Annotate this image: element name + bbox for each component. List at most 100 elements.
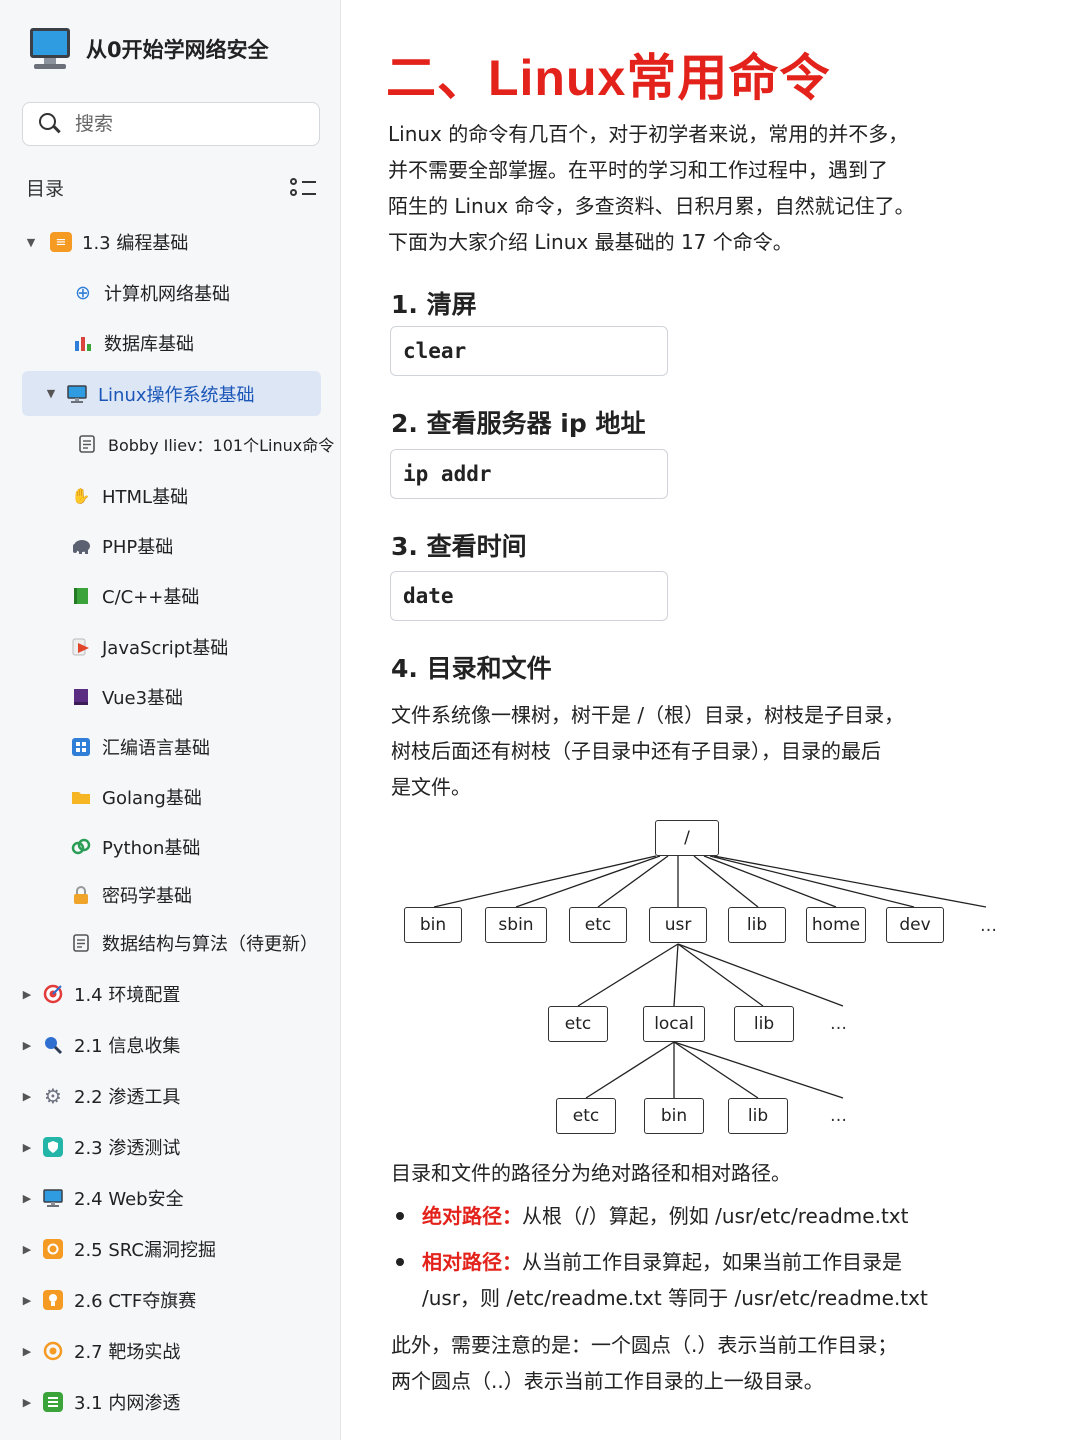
sidebar-item-label: JavaScript基础 — [102, 638, 229, 659]
sidebar-item-label: 2.6 CTF夺旗赛 — [74, 1291, 197, 1312]
section-heading-ip: 2. 查看服务器 ip 地址 — [391, 409, 646, 438]
sidebar-item-2-4[interactable]: ▶ 2.4 Web安全 — [20, 1178, 184, 1218]
toc-header: 目录 — [26, 174, 316, 201]
section-heading-clear: 1. 清屏 — [391, 290, 477, 319]
sidebar-item-dsa[interactable]: 数据结构与算法（待更新） — [70, 923, 318, 963]
caret-right-icon[interactable]: ▶ — [22, 1089, 32, 1103]
bar-chart-icon — [72, 333, 94, 353]
dir-line: 是文件。 — [391, 775, 471, 799]
sidebar-item-label: 2.2 渗透工具 — [74, 1087, 181, 1108]
sidebar-item-label: Linux操作系统基础 — [98, 384, 255, 406]
dir-line: 文件系统像一棵树，树干是 /（根）目录，树枝是子目录， — [391, 703, 905, 727]
dir-paragraph: 文件系统像一棵树，树干是 /（根）目录，树枝是子目录， 树枝后面还有树枝（子目录… — [391, 697, 904, 805]
section-heading-dirs: 4. 目录和文件 — [391, 654, 552, 683]
sidebar-item-label: Python基础 — [102, 838, 201, 859]
intro-line: 陌生的 Linux 命令，多查资料、日积月累，自然就记住了。 — [388, 194, 915, 218]
tree-node-dev: dev — [886, 907, 944, 943]
bullet-relative-path: 相对路径：从当前工作目录算起，如果当前工作目录是 /usr，则 /etc/rea… — [396, 1244, 928, 1316]
sidebar-item-1-3[interactable]: ▼ ≡ 1.3 编程基础 — [24, 222, 188, 262]
sidebar-item-2-5[interactable]: ▶ 2.5 SRC漏洞挖掘 — [20, 1229, 216, 1269]
bullet-text-cont: /usr，则 /etc/readme.txt 等同于 /usr/etc/read… — [422, 1286, 928, 1310]
sidebar-item-database[interactable]: 数据库基础 — [72, 323, 194, 363]
bullet-term: 相对路径： — [422, 1250, 522, 1274]
target-ring-icon — [42, 1341, 64, 1361]
sidebar-item-golang[interactable]: Golang基础 — [70, 777, 202, 817]
code-block-clear[interactable]: clear — [390, 326, 668, 376]
app-title: 从0开始学网络安全 — [86, 38, 269, 62]
tree-node-local-bin: bin — [644, 1098, 704, 1134]
sidebar-item-javascript[interactable]: JavaScript基础 — [70, 627, 228, 667]
sidebar-item-label: 2.5 SRC漏洞挖掘 — [74, 1240, 216, 1261]
intro-line: Linux 的命令有几百个，对于初学者来说，常用的并不多， — [388, 122, 909, 146]
monitor-icon — [66, 384, 88, 404]
sidebar-item-2-1[interactable]: ▶ 2.1 信息收集 — [20, 1025, 181, 1065]
sidebar-item-label: 3.1 内网渗透 — [74, 1393, 181, 1414]
search-box[interactable] — [22, 102, 320, 146]
sidebar-item-python[interactable]: Python基础 — [70, 827, 200, 867]
shield-icon — [42, 1137, 64, 1157]
sidebar-item-vue3[interactable]: Vue3基础 — [70, 677, 183, 717]
hand-icon: ✋ — [71, 487, 91, 505]
bullet-absolute-path: 绝对路径：从根（/）算起，例如 /usr/etc/readme.txt — [396, 1198, 908, 1234]
bullet-text: 从当前工作目录算起，如果当前工作目录是 — [522, 1250, 902, 1274]
search-input[interactable] — [75, 113, 295, 135]
sidebar-item-linux[interactable]: ▼ Linux操作系统基础 — [22, 371, 321, 416]
toc-label: 目录 — [26, 178, 65, 200]
grid-icon — [70, 737, 92, 757]
toc-outline-toggle-icon[interactable] — [290, 177, 316, 199]
magnifier-icon — [42, 1035, 64, 1055]
app-header: 从0开始学网络安全 — [28, 28, 269, 70]
sidebar-item-network[interactable]: ⊕ 计算机网络基础 — [72, 273, 230, 313]
bullet-dot — [396, 1258, 404, 1266]
tree-ellipsis: … — [830, 1014, 847, 1034]
sidebar-item-bobby[interactable]: Bobby Iliev：101个Linux命令 — [76, 424, 334, 464]
caret-right-icon[interactable]: ▶ — [22, 1191, 32, 1205]
sidebar-item-2-7[interactable]: ▶ 2.7 靶场实战 — [20, 1331, 180, 1371]
sidebar-item-label: 数据结构与算法（待更新） — [102, 934, 318, 955]
path-intro: 目录和文件的路径分为绝对路径和相对路径。 — [391, 1161, 791, 1185]
tree-node-usr: usr — [649, 907, 707, 943]
caret-right-icon[interactable]: ▶ — [22, 1395, 32, 1409]
sidebar-item-label: 密码学基础 — [102, 886, 192, 907]
sidebar-item-label: Bobby Iliev：101个Linux命令 — [108, 436, 335, 455]
sidebar-item-crypto[interactable]: 密码学基础 — [70, 875, 192, 915]
document-icon — [70, 933, 92, 953]
bullet-text: 从根（/）算起，例如 /usr/etc/readme.txt — [522, 1204, 909, 1228]
caret-right-icon[interactable]: ▶ — [22, 1242, 32, 1256]
caret-down-icon[interactable]: ▼ — [46, 387, 56, 400]
tree-node-home: home — [806, 907, 866, 943]
tree-node-lib: lib — [728, 907, 786, 943]
sidebar-item-label: 1.3 编程基础 — [82, 233, 189, 254]
caret-right-icon[interactable]: ▶ — [22, 1038, 32, 1052]
sidebar-item-2-2[interactable]: ▶ ⚙ 2.2 渗透工具 — [20, 1076, 181, 1116]
sidebar-item-label: 数据库基础 — [104, 334, 194, 355]
caret-right-icon[interactable]: ▶ — [22, 1344, 32, 1358]
sidebar-item-label: 计算机网络基础 — [104, 284, 230, 305]
sidebar-item-1-4[interactable]: ▶ 1.4 环境配置 — [20, 974, 180, 1014]
caret-down-icon[interactable]: ▼ — [26, 235, 36, 249]
computer-icon — [28, 28, 72, 70]
sidebar-item-3-1[interactable]: ▶ 3.1 内网渗透 — [20, 1382, 180, 1422]
tree-node-bin: bin — [404, 907, 462, 943]
bullet-dot — [396, 1212, 404, 1220]
sidebar-item-2-3[interactable]: ▶ 2.3 渗透测试 — [20, 1127, 180, 1167]
note-paragraph: 此外，需要注意的是：一个圆点（.）表示当前工作目录； 两个圆点（..）表示当前工… — [391, 1327, 897, 1399]
sidebar-item-php[interactable]: PHP基础 — [70, 526, 173, 566]
sidebar-item-html[interactable]: ✋ HTML基础 — [70, 476, 188, 516]
sidebar-item-assembly[interactable]: 汇编语言基础 — [70, 727, 210, 767]
sidebar-item-label: 1.4 环境配置 — [74, 985, 181, 1006]
caret-right-icon[interactable]: ▶ — [22, 1293, 32, 1307]
intro-line: 下面为大家介绍 Linux 最基础的 17 个命令。 — [388, 230, 793, 254]
folder-icon — [70, 787, 92, 807]
code-block-date[interactable]: date — [390, 571, 668, 621]
caret-right-icon[interactable]: ▶ — [22, 987, 32, 1001]
bug-icon — [42, 1239, 64, 1259]
note-line: 此外，需要注意的是：一个圆点（.）表示当前工作目录； — [391, 1333, 898, 1357]
sidebar-item-cpp[interactable]: C/C++基础 — [70, 576, 199, 616]
tree-node-local-etc: etc — [556, 1098, 616, 1134]
sidebar-item-2-6[interactable]: ▶ 2.6 CTF夺旗赛 — [20, 1280, 196, 1320]
code-block-ip[interactable]: ip addr — [390, 449, 668, 499]
tree-node-root: / — [655, 820, 719, 856]
caret-right-icon[interactable]: ▶ — [22, 1140, 32, 1154]
sidebar-item-label: Vue3基础 — [102, 688, 184, 709]
